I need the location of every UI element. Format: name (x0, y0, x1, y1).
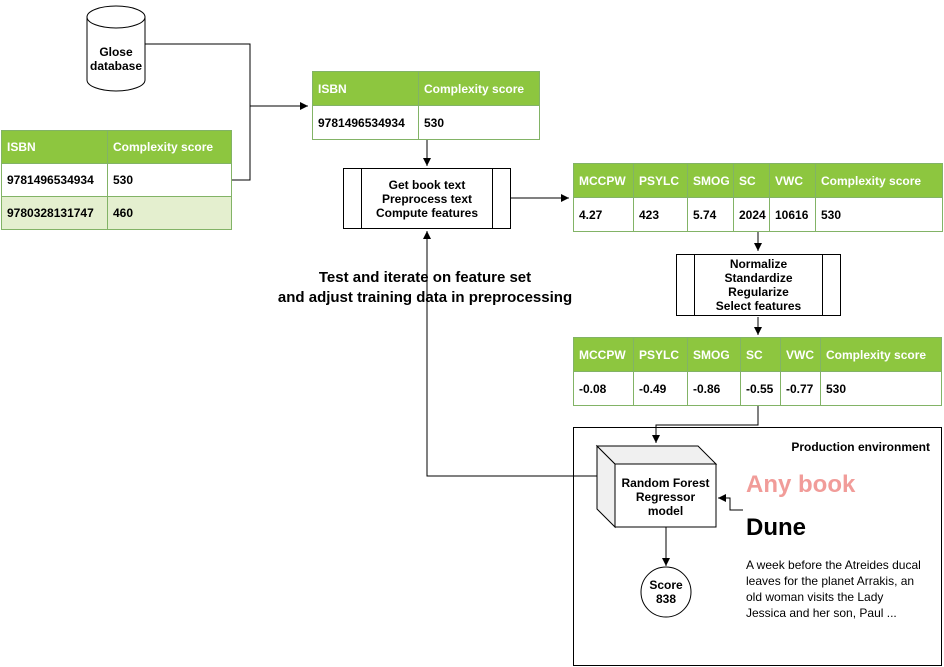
feature-cell: 423 (633, 197, 688, 232)
column-header: SMOG (687, 163, 734, 198)
column-header: ISBN (1, 130, 108, 164)
book-excerpt: A week before the Atreides ducal leaves … (746, 558, 921, 620)
iterate-loop-arrow (423, 231, 597, 477)
isbn-cell: 9780328131747 (1, 196, 108, 230)
column-header: Complexity score (107, 130, 232, 164)
isbn-cell: 9781496534934 (312, 105, 419, 140)
column-header: SMOG (687, 337, 741, 372)
score-cell: 530 (418, 105, 540, 140)
scaled-features-table: MCCPW PSYLC SMOG SC VWC Complexity score… (573, 337, 942, 406)
source-table: ISBN Complexity score 9781496534934 530 … (1, 130, 232, 230)
column-header: PSYLC (633, 337, 688, 372)
column-header: ISBN (312, 71, 419, 106)
table-row: 4.27 423 5.74 2024 10616 530 (573, 197, 943, 232)
feature-transform-process: Normalize Standardize Regularize Select … (676, 254, 841, 316)
column-header: Complexity score (418, 71, 540, 106)
column-header: Complexity score (815, 163, 943, 198)
feature-cell: 4.27 (573, 197, 634, 232)
column-header: PSYLC (633, 163, 688, 198)
production-environment-title: Production environment (791, 440, 930, 454)
selected-table: ISBN Complexity score 9781496534934 530 (312, 71, 540, 140)
feature-cell: 2024 (733, 197, 770, 232)
iterate-note: Test and iterate on feature set and adju… (277, 269, 573, 306)
column-header: VWC (769, 163, 816, 198)
book-title: Dune (746, 514, 806, 541)
to-model-arrow (652, 406, 759, 443)
feature-cell: -0.77 (780, 371, 821, 406)
column-header: SC (740, 337, 781, 372)
isbn-cell: 9781496534934 (1, 163, 108, 197)
production-environment-box (573, 427, 942, 666)
score-cell: 530 (815, 197, 943, 232)
column-header: SC (733, 163, 770, 198)
table-row: 9780328131747 460 (1, 196, 232, 230)
feature-computation-process: Get book text Preprocess text Compute fe… (343, 168, 511, 229)
feature-cell: 10616 (769, 197, 816, 232)
book-to-model-arrow (718, 494, 743, 511)
db-connector (145, 43, 251, 106)
feature-cell: -0.55 (740, 371, 781, 406)
table-row: -0.08 -0.49 -0.86 -0.55 -0.77 530 (573, 371, 942, 406)
score-cell: 460 (107, 196, 232, 230)
score-cell: 530 (820, 371, 942, 406)
score-circle (640, 566, 692, 618)
feature-cell: -0.08 (573, 371, 634, 406)
column-header: Complexity score (820, 337, 942, 372)
source-table-connector (232, 106, 251, 181)
score-cell: 530 (107, 163, 232, 197)
feature-cell: 5.74 (687, 197, 734, 232)
model-label: Random Forest Regressor model (621, 476, 710, 518)
table-row: 9781496534934 530 (1, 163, 232, 197)
feature-cell: -0.49 (633, 371, 688, 406)
database-label: Glose database (89, 45, 143, 73)
raw-features-table: MCCPW PSYLC SMOG SC VWC Complexity score… (573, 163, 943, 232)
database-cylinder-icon (86, 5, 146, 92)
column-header: MCCPW (573, 163, 634, 198)
any-book-label: Any book (746, 471, 856, 498)
table-row: 9781496534934 530 (312, 105, 540, 140)
feature-cell: -0.86 (687, 371, 741, 406)
column-header: VWC (780, 337, 821, 372)
model-cube-icon (595, 444, 718, 529)
score-label: Score 838 (649, 578, 683, 606)
column-header: MCCPW (573, 337, 634, 372)
